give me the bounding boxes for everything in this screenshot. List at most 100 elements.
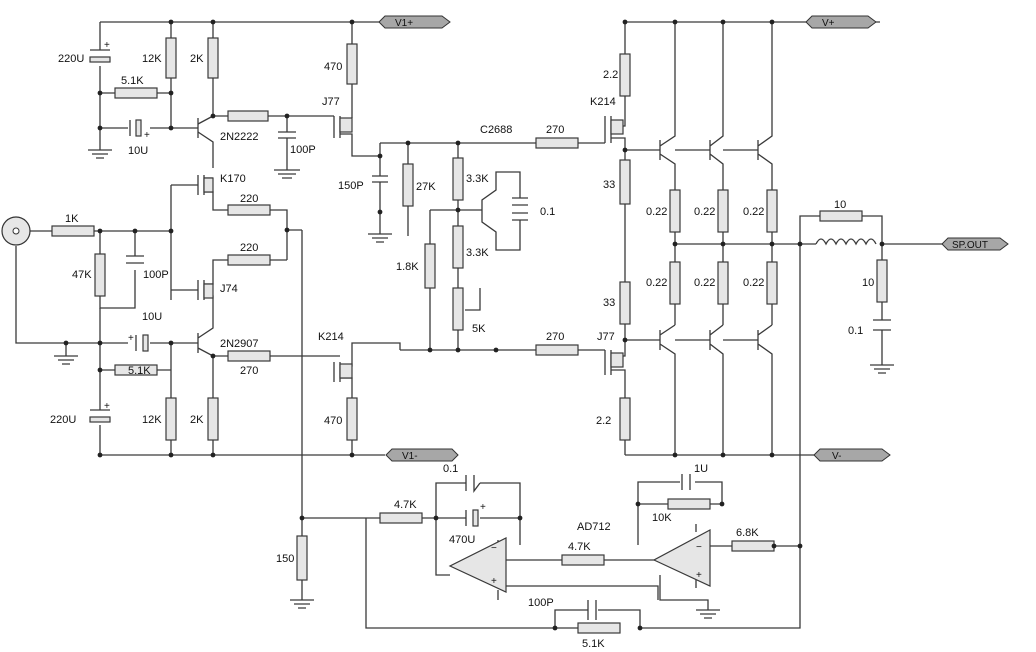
label-022-4: 0.22: [646, 277, 667, 289]
port-v1plus-label: V1+: [395, 18, 413, 29]
label-2k-bottom: 2K: [190, 414, 204, 426]
inductor-output: [815, 238, 877, 246]
port-vplus-label: V+: [822, 18, 835, 29]
label-2k-top: 2K: [190, 53, 204, 65]
label-ad712: AD712: [577, 521, 611, 533]
resistor-3k3-top: [452, 157, 464, 201]
svg-text:+: +: [144, 130, 150, 141]
mosfet-j77-right: [610, 352, 624, 368]
resistor-270-top: [535, 137, 579, 149]
resistor-022-1: [669, 189, 681, 233]
resistor-470-bottom: [346, 397, 358, 441]
resistor-10k: [667, 498, 711, 510]
potentiometer-5k: [452, 287, 464, 331]
resistor-gate-top: [227, 110, 269, 122]
label-220u-bottom: 220U: [50, 414, 76, 426]
label-c2688: C2688: [480, 124, 512, 136]
label-1k8: 1.8K: [396, 261, 419, 273]
mosfet-k214-right: [610, 119, 624, 135]
resistor-12k-top: [165, 37, 177, 79]
label-4k7-mid: 4.7K: [568, 541, 591, 553]
label-33-top: 33: [603, 179, 615, 191]
label-4k7-input: 4.7K: [394, 499, 417, 511]
label-0p1-feedback: 0.1: [443, 463, 458, 475]
label-150: 150: [276, 553, 294, 565]
capacitor-220u-bottom: [89, 409, 111, 423]
label-10-series: 10: [834, 199, 846, 211]
label-2r2-top: 2.2: [603, 69, 618, 81]
port-sp-out-label: SP.OUT: [952, 240, 988, 251]
resistor-6k8: [731, 540, 775, 552]
label-100p-top: 100P: [290, 144, 316, 156]
resistor-022-5: [717, 261, 729, 305]
label-5k1-bottom: 5.1K: [128, 365, 151, 377]
label-3k3-top: 3.3K: [466, 173, 489, 185]
label-100p-feedback: 100P: [528, 597, 554, 609]
resistor-2r2-top: [619, 53, 631, 97]
resistor-5k1-feedback: [577, 622, 621, 634]
label-j77-left: J77: [322, 96, 340, 108]
resistor-2k-bottom: [207, 397, 219, 441]
resistor-33-top: [619, 159, 631, 205]
label-270-top: 270: [546, 124, 564, 136]
opamp-ad712: −+: [652, 528, 711, 587]
label-2n2222: 2N2222: [220, 131, 259, 143]
resistor-27k: [402, 163, 414, 207]
resistor-4k7-input: [379, 512, 423, 524]
resistor-470-top: [346, 43, 358, 85]
label-12k-top: 12K: [142, 53, 162, 65]
label-10-zobel: 10: [862, 277, 874, 289]
capacitor-0p1-zobel: [873, 319, 891, 336]
label-270-gate-bottom: 270: [240, 365, 258, 377]
svg-text:+: +: [104, 401, 110, 412]
input-jack-icon: [1, 216, 31, 246]
capacitor-100p-input: [126, 255, 144, 264]
label-33-bottom: 33: [603, 297, 615, 309]
resistor-270-gate-bottom: [227, 350, 271, 362]
label-150p: 150P: [338, 180, 364, 192]
svg-text:−: −: [696, 542, 702, 553]
opamp-input: −+: [448, 537, 507, 593]
label-022-5: 0.22: [694, 277, 715, 289]
resistor-2k-top: [207, 37, 219, 79]
svg-text:+: +: [696, 570, 702, 581]
port-vplus: V+: [805, 15, 877, 29]
capacitor-10u-bottom: [135, 334, 149, 352]
label-470-top: 470: [324, 61, 342, 73]
resistor-5k1-bottom: [114, 364, 158, 376]
svg-text:−: −: [491, 543, 497, 554]
label-5k1-feedback: 5.1K: [582, 638, 605, 650]
label-k214-left: K214: [318, 331, 344, 343]
port-vminus-label: V-: [832, 451, 841, 462]
capacitor-1u: [681, 474, 691, 490]
resistor-2r2-bottom: [619, 397, 631, 441]
label-0p1-zobel: 0.1: [848, 325, 863, 337]
label-27k: 27K: [416, 181, 436, 193]
jfet-k170: [203, 177, 214, 193]
label-10u-bottom: 10U: [142, 311, 162, 323]
label-1u: 1U: [694, 463, 708, 475]
polarity-marks: + + + + +: [104, 40, 486, 513]
label-12k-bottom: 12K: [142, 414, 162, 426]
label-10k: 10K: [652, 512, 672, 524]
resistor-4k7-mid: [561, 554, 605, 566]
resistor-270-mid: [535, 344, 579, 356]
port-v1plus: V1+: [378, 15, 451, 29]
resistor-150: [296, 535, 308, 581]
label-470u: 470U: [449, 534, 475, 546]
label-2r2-bottom: 2.2: [596, 415, 611, 427]
svg-text:+: +: [480, 502, 486, 513]
resistor-5k1-top: [114, 87, 158, 99]
label-0p1-bias: 0.1: [540, 206, 555, 218]
resistor-10-zobel: [876, 259, 888, 303]
label-k170: K170: [220, 173, 246, 185]
label-5k1-top: 5.1K: [121, 75, 144, 87]
resistor-1k8: [424, 243, 436, 289]
resistor-3k3-bottom: [452, 225, 464, 269]
capacitor-220u-top: [89, 49, 111, 63]
label-j77-right: J77: [597, 331, 615, 343]
junctions: [63, 19, 885, 631]
capacitors: [89, 49, 891, 620]
